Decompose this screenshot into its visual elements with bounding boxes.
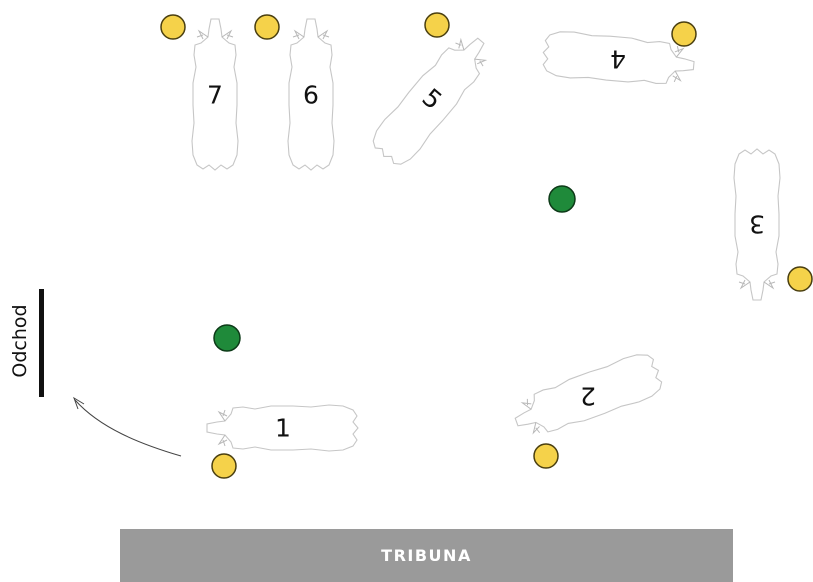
handler-dot bbox=[255, 15, 279, 39]
cow-7: 7 bbox=[192, 19, 238, 170]
cow-number: 4 bbox=[610, 45, 626, 74]
handler-dot bbox=[788, 267, 812, 291]
cow-number: 2 bbox=[580, 382, 596, 411]
cow-3: 3 bbox=[734, 149, 780, 300]
handler-dot bbox=[212, 454, 236, 478]
exit-bar bbox=[39, 289, 44, 397]
green-dot bbox=[214, 325, 240, 351]
exit-arrow bbox=[75, 400, 181, 456]
cow-5: 5 bbox=[366, 26, 498, 171]
green-dot bbox=[549, 186, 575, 212]
handler-dot bbox=[425, 13, 449, 37]
cow-number: 6 bbox=[303, 81, 319, 110]
cow-1: 1 bbox=[207, 405, 358, 451]
stand-bar: TRIBUNA bbox=[120, 529, 733, 582]
cow-number: 7 bbox=[207, 81, 223, 110]
handler-dot bbox=[161, 15, 185, 39]
exit-label: Odchod bbox=[9, 304, 31, 377]
cow-2: 2 bbox=[509, 349, 667, 444]
handler-dot bbox=[672, 22, 696, 46]
cow-number: 1 bbox=[275, 414, 291, 443]
cow-6: 6 bbox=[288, 19, 334, 170]
stand-label: TRIBUNA bbox=[381, 546, 472, 565]
cow-number: 3 bbox=[749, 210, 765, 239]
handler-dot bbox=[534, 444, 558, 468]
